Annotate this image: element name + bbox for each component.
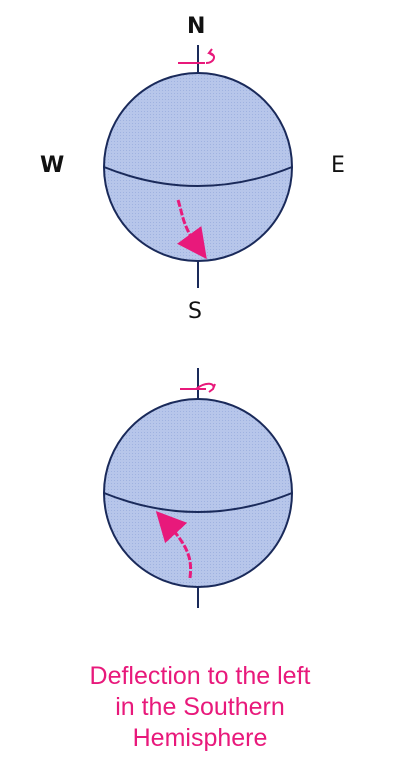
caption-line-1: Deflection to the left xyxy=(90,662,311,690)
top-globe-group: N W E S xyxy=(40,14,345,324)
south-label: S xyxy=(188,299,202,324)
bottom-globe-equator xyxy=(103,492,293,513)
north-label: N xyxy=(187,14,205,39)
bottom-globe xyxy=(103,398,293,588)
top-globe-deflection-arrow xyxy=(176,199,207,260)
top-globe xyxy=(103,72,293,262)
west-label: W xyxy=(40,153,64,178)
east-label: E xyxy=(331,153,345,178)
caption-line-3: Hemisphere xyxy=(133,724,268,752)
top-globe-rotation-arrow xyxy=(205,48,215,64)
bottom-globe-rotation-arrow xyxy=(195,382,216,393)
bottom-globe-deflection-arrow xyxy=(155,510,193,579)
top-globe-equator xyxy=(103,166,293,187)
caption-line-2: in the Southern xyxy=(115,693,285,721)
bottom-globe-group xyxy=(103,368,293,608)
caption: Deflection to the left in the Southern H… xyxy=(90,662,311,752)
